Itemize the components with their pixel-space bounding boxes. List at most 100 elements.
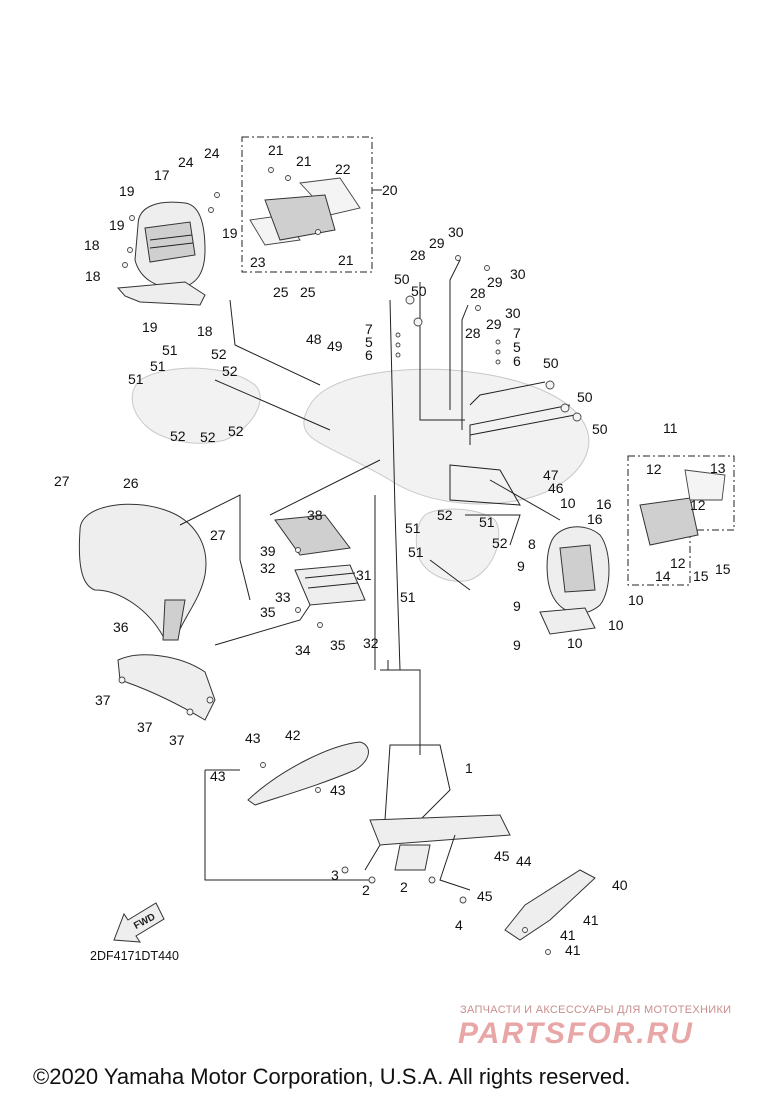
callout-41c: 41 xyxy=(565,942,581,958)
callout-15b: 15 xyxy=(715,561,731,577)
callout-41b: 41 xyxy=(560,927,576,943)
callout-51e: 51 xyxy=(479,514,495,530)
callout-43a: 43 xyxy=(245,730,261,746)
callout-40: 40 xyxy=(612,877,628,893)
callout-18a: 18 xyxy=(84,237,100,253)
callout-51d: 51 xyxy=(405,520,421,536)
callout-52g: 52 xyxy=(492,535,508,551)
callout-45b: 45 xyxy=(477,888,493,904)
callout-50a: 50 xyxy=(394,271,410,287)
callout-51f: 51 xyxy=(408,544,424,560)
callout-51g: 51 xyxy=(400,589,416,605)
callout-9b: 9 xyxy=(513,598,521,614)
copyright-notice: ©2020 Yamaha Motor Corporation, U.S.A. A… xyxy=(33,1064,630,1089)
callout-24b: 24 xyxy=(204,145,220,161)
callout-7a: 7 xyxy=(365,321,373,337)
callout-11: 11 xyxy=(663,420,678,436)
callout-25b: 25 xyxy=(300,284,316,300)
callout-48: 48 xyxy=(306,331,322,347)
callout-37a: 37 xyxy=(95,692,111,708)
callout-39: 39 xyxy=(260,543,276,559)
callout-46: 46 xyxy=(548,480,564,496)
callout-28c: 28 xyxy=(465,325,481,341)
callout-4: 4 xyxy=(455,917,463,933)
callout-30a: 30 xyxy=(448,224,464,240)
callout-36: 36 xyxy=(113,619,129,635)
group-box-20 xyxy=(241,136,373,273)
drawing-code: 2DF4171DT440 xyxy=(90,949,179,963)
callout-18b: 18 xyxy=(85,268,101,284)
callout-28b: 28 xyxy=(470,285,486,301)
callout-6b: 6 xyxy=(513,353,521,369)
callout-25a: 25 xyxy=(273,284,289,300)
callout-29b: 29 xyxy=(487,274,503,290)
callout-10d: 10 xyxy=(567,635,583,651)
callout-18c: 18 xyxy=(197,323,213,339)
callout-19d: 19 xyxy=(142,319,158,335)
callout-10a: 10 xyxy=(560,495,576,511)
callout-52d: 52 xyxy=(200,429,216,445)
callout-2b: 2 xyxy=(400,879,408,895)
callout-6a: 6 xyxy=(365,347,373,363)
callout-50e: 50 xyxy=(592,421,608,437)
watermark-tagline: ЗАПЧАСТИ И АКСЕССУАРЫ ДЛЯ МОТОТЕХНИКИ xyxy=(460,1004,731,1016)
callout-50d: 50 xyxy=(577,389,593,405)
callout-5b: 5 xyxy=(513,339,521,355)
callout-24a: 24 xyxy=(178,154,194,170)
callout-47: 47 xyxy=(543,467,559,483)
callout-2a: 2 xyxy=(362,882,370,898)
callout-7b: 7 xyxy=(513,325,521,341)
callout-16a: 16 xyxy=(596,496,612,512)
callout-9a: 9 xyxy=(517,558,525,574)
callout-50b: 50 xyxy=(411,283,427,299)
callout-52c: 52 xyxy=(170,428,186,444)
fasteners xyxy=(118,167,582,955)
callout-20: 20 xyxy=(382,182,398,198)
callout-43b: 43 xyxy=(210,768,226,784)
callout-21b: 21 xyxy=(296,153,312,169)
callout-14: 14 xyxy=(655,568,671,584)
callout-44: 44 xyxy=(516,853,532,869)
part-40-step-bracket xyxy=(504,869,596,941)
callout-42: 42 xyxy=(285,727,301,743)
part-36-side-cover xyxy=(117,654,216,721)
part-1-seat-rail xyxy=(364,744,511,891)
callout-52f: 52 xyxy=(437,507,453,523)
callout-32b: 32 xyxy=(363,635,379,651)
callout-45a: 45 xyxy=(494,848,510,864)
callout-52e: 52 xyxy=(228,423,244,439)
callout-10c: 10 xyxy=(608,617,624,633)
callout-13: 13 xyxy=(710,460,726,476)
callout-21a: 21 xyxy=(268,142,284,158)
callout-10b: 10 xyxy=(628,592,644,608)
callout-43c: 43 xyxy=(330,782,346,798)
callout-34: 34 xyxy=(295,642,311,658)
callout-52b: 52 xyxy=(222,363,238,379)
part-26-seat-cowl xyxy=(78,503,207,641)
part-17-front-cowl xyxy=(116,201,206,306)
callout-5a: 5 xyxy=(365,334,373,350)
group-box-11 xyxy=(627,455,735,586)
callout-27a: 27 xyxy=(54,473,70,489)
part-12-14-inner-panel xyxy=(639,469,726,546)
callout-26: 26 xyxy=(123,475,139,491)
callout-3: 3 xyxy=(331,867,339,883)
fwd-arrow-icon: FWD xyxy=(113,902,165,943)
callout-35a: 35 xyxy=(260,604,276,620)
callout-37c: 37 xyxy=(169,732,185,748)
callout-41a: 41 xyxy=(583,912,599,928)
leader-lines xyxy=(179,259,576,881)
part-22-23-brackets xyxy=(249,177,361,246)
callout-51c: 51 xyxy=(128,371,144,387)
callout-30b: 30 xyxy=(510,266,526,282)
callout-19a: 19 xyxy=(119,183,135,199)
callout-17: 17 xyxy=(154,167,170,183)
callout-31: 31 xyxy=(356,567,372,583)
callout-38: 38 xyxy=(307,507,323,523)
callout-27b: 27 xyxy=(210,527,226,543)
part-38-31-panels xyxy=(274,514,366,606)
callout-29a: 29 xyxy=(429,235,445,251)
callout-49: 49 xyxy=(327,338,343,354)
callout-12b: 12 xyxy=(690,497,706,513)
callout-12a: 12 xyxy=(646,461,662,477)
